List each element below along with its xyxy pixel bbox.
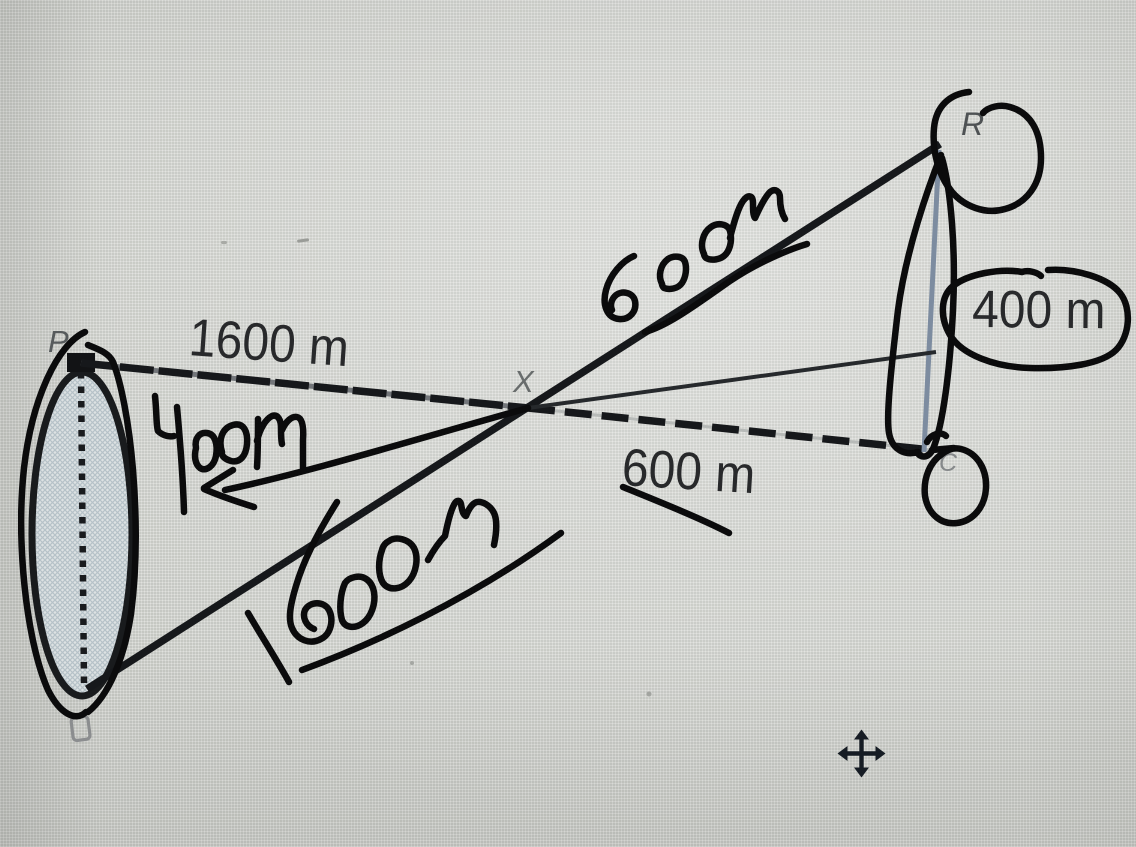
svg-text:1600 m: 1600 m [187,307,351,378]
svg-text:400 m: 400 m [972,279,1106,340]
svg-text:X: X [512,364,535,399]
svg-text:R: R [961,106,984,142]
